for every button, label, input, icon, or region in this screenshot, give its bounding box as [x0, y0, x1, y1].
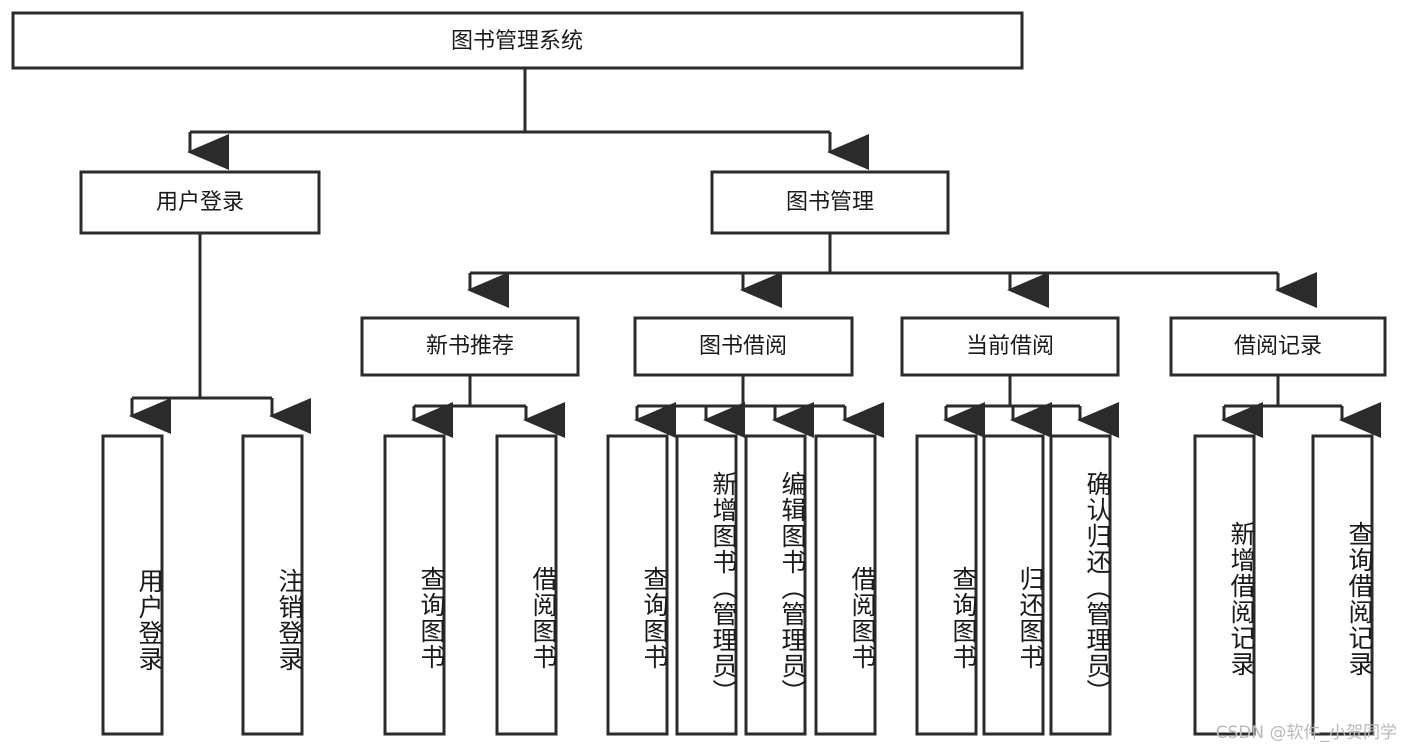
connector-root-to-level1	[187, 68, 869, 170]
leaf-label-return-book: 归还图书	[1016, 566, 1045, 670]
node-borrow-record[interactable]: 借阅记录	[1169, 316, 1387, 377]
leaf-box-borrow-book-1	[495, 434, 558, 736]
leaf-label-query-book-1: 查询图书	[417, 566, 446, 670]
watermark-text: CSDN @软件_小贺同学	[1215, 723, 1397, 743]
leaf-box-return-book	[982, 434, 1045, 736]
leaf-label-query-book-2: 查询图书	[640, 566, 669, 670]
leaf-box-query-book-2	[606, 434, 669, 736]
connector-newbook-to-leaves	[411, 375, 565, 438]
leaf-label-query-record: 查询借阅记录	[1345, 521, 1374, 677]
connector-currentborrow-to-leaves	[943, 375, 1119, 438]
leaf-box-add-book	[675, 434, 738, 736]
node-label: 图书管理	[786, 190, 874, 215]
leaf-box-query-book-1	[383, 434, 446, 736]
node-label: 用户登录	[156, 190, 244, 215]
node-system-root[interactable]: 图书管理系统	[11, 11, 1024, 70]
connector-userlogin-to-leaves	[129, 233, 311, 434]
leaf-label-add-book: 新增图书（管理员）	[709, 471, 738, 705]
leaf-label-edit-book: 编辑图书（管理员）	[778, 471, 807, 705]
node-label: 借阅记录	[1234, 334, 1322, 359]
node-label: 图书管理系统	[451, 29, 583, 54]
leaf-label-add-record: 新增借阅记录	[1227, 521, 1256, 677]
leaf-label-confirm-return: 确认归还（管理员）	[1083, 471, 1112, 705]
connector-bookmanage-to-level2	[467, 233, 1317, 308]
leaf-box-logout-login	[241, 434, 304, 736]
leaf-label-borrow-book-1: 借阅图书	[529, 566, 558, 670]
leaf-label-query-book-3: 查询图书	[949, 566, 978, 670]
node-book-borrow[interactable]: 图书借阅	[633, 316, 854, 377]
leaf-box-user-login	[101, 434, 164, 736]
leaf-box-query-record	[1311, 434, 1374, 736]
node-user-login[interactable]: 用户登录	[79, 170, 321, 235]
leaf-box-edit-book	[744, 434, 807, 736]
connector-borrowrecord-to-leaves	[1221, 375, 1381, 438]
node-label: 图书借阅	[699, 334, 787, 359]
leaf-box-add-record	[1193, 434, 1256, 736]
node-current-borrow[interactable]: 当前借阅	[900, 316, 1120, 377]
node-new-book-recommend[interactable]: 新书推荐	[360, 316, 580, 377]
leaf-box-query-book-3	[915, 434, 978, 736]
leaf-boxes	[101, 434, 1374, 736]
leaf-label-user-login: 用户登录	[135, 568, 164, 672]
leaf-box-borrow-book-2	[814, 434, 877, 736]
node-book-manage[interactable]: 图书管理	[710, 170, 950, 235]
leaf-label-logout-login: 注销登录	[275, 568, 304, 672]
leaf-label-borrow-book-2: 借阅图书	[848, 566, 877, 670]
connector-bookborrow-to-leaves	[634, 375, 884, 438]
node-label: 当前借阅	[966, 334, 1054, 359]
node-label: 新书推荐	[426, 334, 514, 359]
leaf-box-confirm-return	[1049, 434, 1112, 736]
